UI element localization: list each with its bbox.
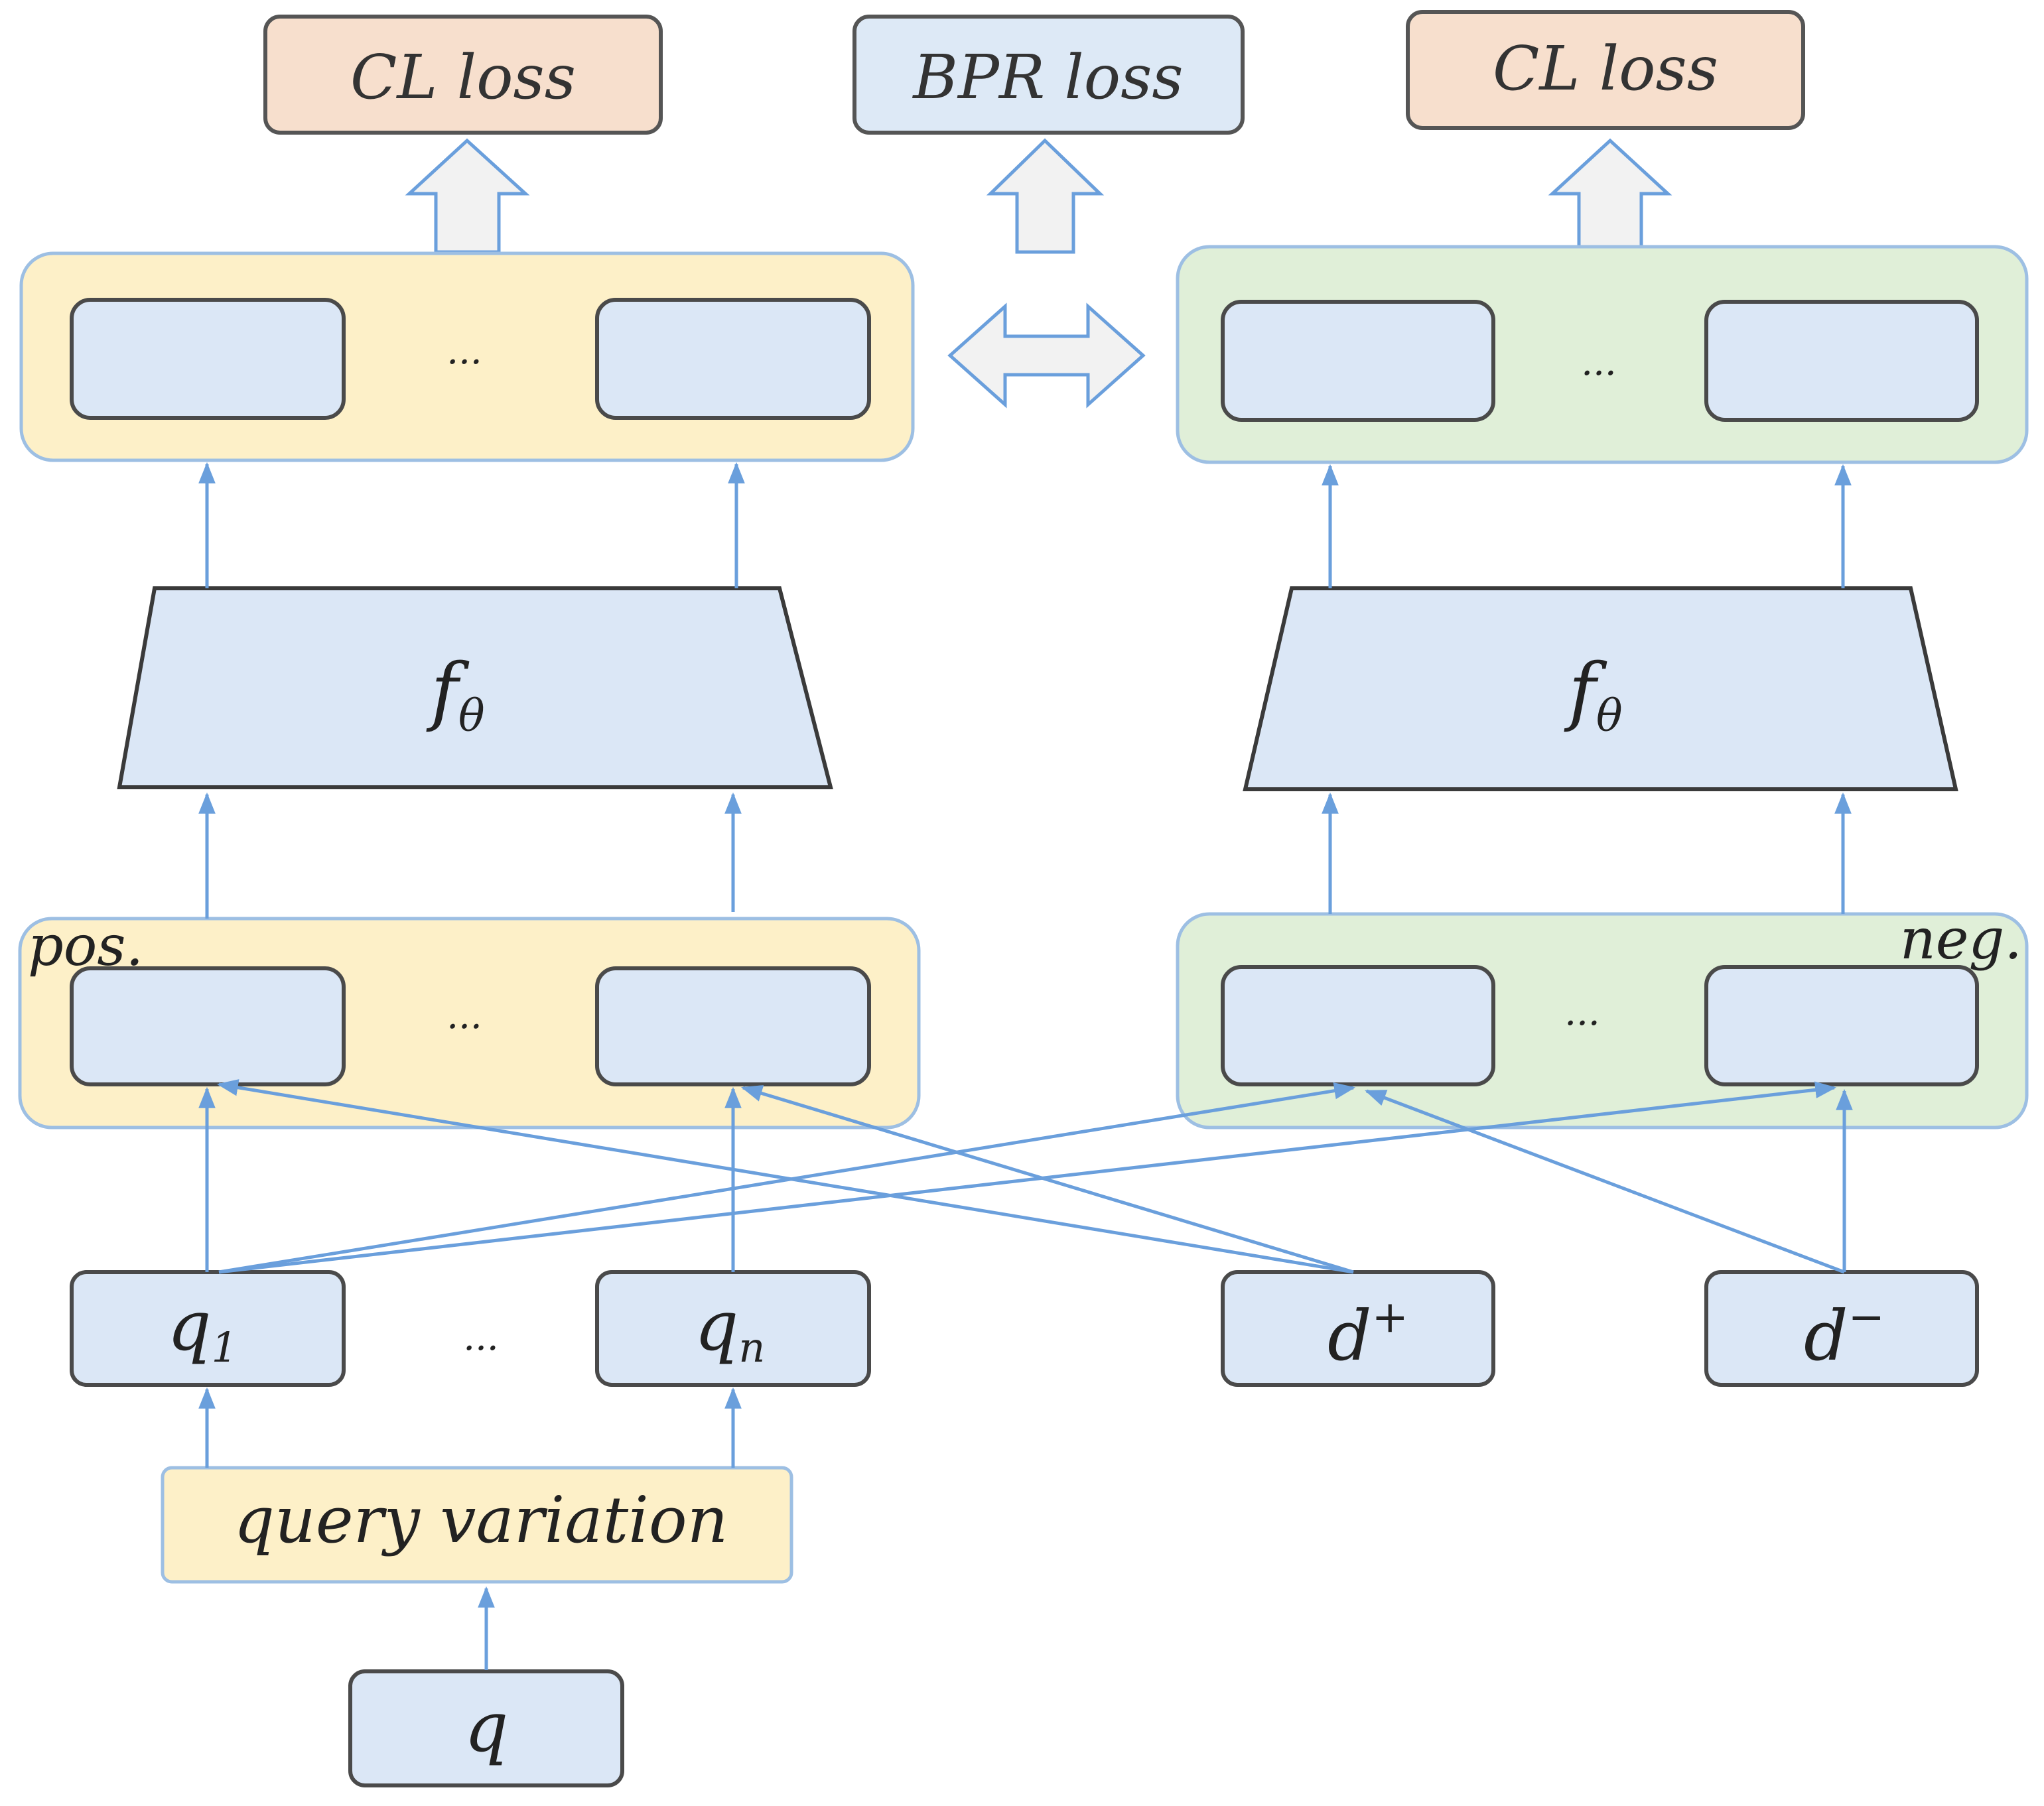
top-left-cell-1 [70,298,346,420]
bpr-loss-label: BPR loss [912,42,1183,113]
top-group-right: ... [1176,245,2029,464]
bpr-loss-box: BPR loss [852,15,1245,135]
neg-label: neg. [1900,907,2022,972]
arrow-q1-to-neg-1 [218,1082,1356,1274]
encoder-right: fθ [1243,586,1958,791]
neg-cell-n [1704,965,1979,1086]
top-left-ellipsis: ... [446,330,482,373]
svg-text:q1: q1 [167,1285,238,1372]
query-variation-box: query variation [161,1466,793,1584]
cl-loss-right-label: CL loss [1493,33,1718,104]
top-left-cell-n [595,298,871,420]
input-q1: q1 [70,1270,346,1387]
neg-cell-1 [1221,965,1495,1086]
block-arrow-up-right [1548,138,1672,251]
top-right-cell-n [1704,300,1979,422]
pos-cell-n [595,966,871,1086]
query-box: q [348,1669,624,1787]
input-ellipsis: ... [463,1316,498,1359]
connectors [198,462,1853,1670]
cl-loss-right-box: CL loss [1406,10,1805,130]
pos-label: pos. [28,913,143,978]
query-label: q [464,1687,509,1768]
svg-text:d+: d+ [1328,1291,1408,1376]
input-d-plus: d+ [1221,1270,1495,1387]
top-right-cell-1 [1221,300,1495,422]
arrow-dplus-to-pos-n [740,1085,1354,1274]
cl-loss-left-box: CL loss [263,15,663,135]
pos-group: ... pos. [18,913,921,1129]
input-d-minus: d− [1704,1270,1979,1387]
double-arrow-compare [947,302,1146,409]
encoder-left: fθ [117,586,833,789]
top-right-ellipsis: ... [1581,341,1616,384]
arrow-dminus-to-neg-1 [1365,1089,1845,1274]
encoder-left-label: fθ [426,648,484,742]
query-variation-label: query variation [234,1483,728,1557]
cl-loss-left-label: CL loss [350,42,576,113]
neg-group: ... neg. [1176,907,2029,1129]
arrow-q1-to-neg-n [218,1081,1837,1274]
pos-ellipsis: ... [446,994,482,1037]
block-arrow-up-middle [986,138,1105,254]
svg-text:qn: qn [695,1285,766,1372]
pos-cell-1 [70,966,346,1086]
top-group-left: ... [19,251,915,462]
neg-ellipsis: ... [1564,991,1600,1034]
block-arrow-up-left [405,138,530,254]
input-qn: qn [595,1270,871,1387]
svg-text:d−: d− [1804,1291,1885,1376]
